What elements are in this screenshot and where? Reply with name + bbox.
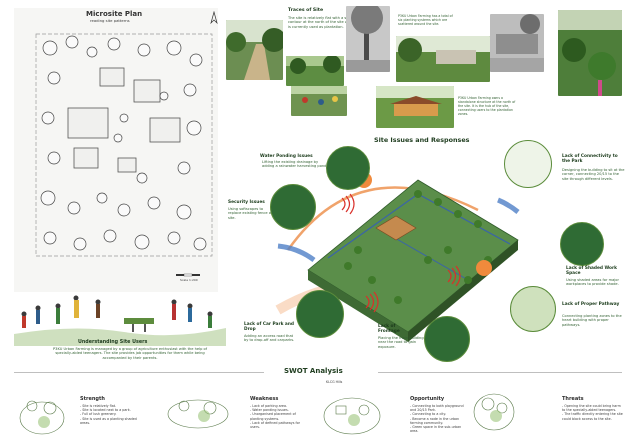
axonometric-site xyxy=(268,150,524,346)
swot-weakness-title: Weakness xyxy=(250,396,279,402)
site-photo-path xyxy=(226,20,283,80)
swot-opportunity-item: - Connecting to a city. xyxy=(410,412,446,417)
pathway-issue-circle xyxy=(510,286,556,332)
carpark-issue-text: Adding an access road that by to drop-of… xyxy=(244,334,295,343)
swot-threats-item: - Opening the site could bring harm to t… xyxy=(562,404,621,413)
swot-weakness-item: - Unorganised placement of planting syst… xyxy=(250,412,296,421)
security-issue-title: Security Issues xyxy=(228,200,265,205)
shaded-issue-text: Using shaded areas for major workplaces … xyxy=(566,278,619,287)
scale-bar xyxy=(176,273,200,277)
site-users-title: Understanding Site Users xyxy=(78,340,148,345)
sketch-label: KLCG Hills xyxy=(326,380,343,384)
connectivity-issue-text: Designing the building to sit at the cor… xyxy=(562,168,625,181)
site-users-illustration xyxy=(14,288,226,346)
security-issue-text: Using softscapes to replace existing fen… xyxy=(228,207,273,220)
swot-opportunity-title: Opportunity xyxy=(410,396,445,402)
frontage-issue-circle xyxy=(424,316,470,362)
site-users-text: P3KU Urban Farming is managed by a group… xyxy=(52,347,208,360)
frontage-issue-title: Lack of Frontage xyxy=(378,324,400,334)
pathway-issue-title: Lack of Proper Pathway xyxy=(562,302,620,307)
swot-strength-item: - Site is relatively flat. xyxy=(80,404,117,408)
traces-title: Traces of Site xyxy=(288,8,324,13)
carpark-issue-title: Lack of Car Park and Drop xyxy=(244,322,294,332)
swot-opportunity-item: - Connecting to both playground and 20/1… xyxy=(410,404,464,413)
carpark-issue-circle xyxy=(296,290,344,338)
swot-opportunity-item: - Green space in the sub-urban area. xyxy=(410,425,462,434)
swot-weakness-list: - Lack of parking area. - Water ponding … xyxy=(250,404,306,429)
connectivity-issue-circle xyxy=(504,140,552,188)
traces-text: The site is relatively flat with a steep… xyxy=(288,16,356,29)
site-photo-workers xyxy=(291,86,347,116)
site-plan-drawing xyxy=(35,33,213,277)
shaded-issue-circle xyxy=(560,222,604,266)
water-issue-circle xyxy=(326,146,370,190)
swot-threats-title: Threats xyxy=(562,396,584,402)
swot-weakness-item: - Water ponding issues. xyxy=(250,408,289,413)
swot-strength-item: - Site is located next to a park. xyxy=(80,408,131,413)
farming-note: P3KU Urban Farming has a total of six pl… xyxy=(398,14,453,26)
swot-strength-list: - Site is relatively flat. - Site is loc… xyxy=(80,404,144,425)
shaded-issue-title: Lack of Shaded Work Space xyxy=(566,266,617,276)
swot-divider-left xyxy=(14,372,264,373)
security-issue-circle xyxy=(270,184,316,230)
pathway-issue-text: Connecting planting zones to the heart b… xyxy=(562,314,622,327)
scale-label: Scale 1:200 xyxy=(180,278,198,282)
traces-panel: Traces of Site The site is relatively fl… xyxy=(286,6,362,54)
site-photo-field xyxy=(286,56,344,86)
swot-opportunity-item: - Become a node in the urban farming com… xyxy=(410,416,460,425)
microsite-plan-panel: Microsite Plan reading site patterns Sca… xyxy=(14,8,218,292)
site-photo-grayscale xyxy=(490,14,544,72)
north-arrow-icon xyxy=(210,10,218,25)
swot-strength-item: - Full of lush greenery. xyxy=(80,412,117,417)
swot-weakness-item: - Lack of parking area. xyxy=(250,404,288,408)
swot-threats-item: - The traffic directly entering the site… xyxy=(562,412,623,421)
pavilion-note: P3KU Urban Farming owns a standalone str… xyxy=(458,96,516,116)
swot-title: SWOT Analysis xyxy=(284,367,343,375)
connectivity-issue-title: Lack of Connectivity to the Park xyxy=(562,154,618,164)
site-issues-title: Site Issues and Responses xyxy=(374,136,470,144)
swot-divider-right xyxy=(378,372,622,373)
swot-strength-title: Strength xyxy=(80,396,105,402)
site-photo-nursery xyxy=(558,10,622,96)
water-issue-text: Lifting the existing drainage by adding … xyxy=(262,160,328,169)
site-photo-pavilion xyxy=(376,86,454,128)
microsite-title: Microsite Plan xyxy=(86,10,143,18)
water-issue-title: Water Ponding Issues xyxy=(260,154,313,159)
swot-strength-item: - Site is used as a planting shaded area… xyxy=(80,416,137,425)
swot-sketches xyxy=(14,378,624,444)
microsite-subtitle: reading site patterns xyxy=(90,18,130,23)
swot-opportunity-list: - Connecting to both playground and 20/1… xyxy=(410,404,468,433)
frontage-issue-text: Placing the main building near the road … xyxy=(378,336,424,349)
swot-weakness-item: - Lack of defined pathways for users. xyxy=(250,420,301,430)
site-photo-greenhouse xyxy=(396,36,490,82)
site-photo-tree xyxy=(346,6,390,72)
swot-threats-list: - Opening the site could bring harm to t… xyxy=(562,404,624,421)
